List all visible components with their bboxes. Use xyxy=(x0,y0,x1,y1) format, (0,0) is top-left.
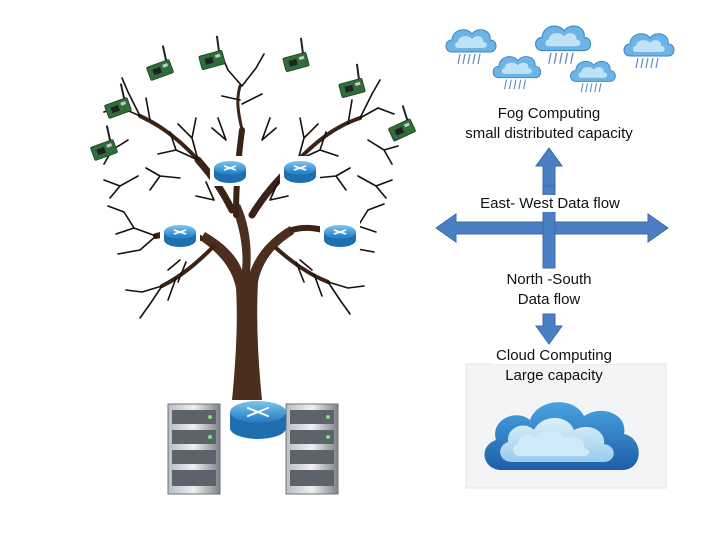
large-cloud-icon xyxy=(484,402,639,470)
server-right-icon xyxy=(285,403,339,495)
fog-cloud-icon xyxy=(535,25,592,64)
down-arrow-to-cloud xyxy=(535,313,563,345)
router-icon xyxy=(160,220,200,250)
sensor-board-icon xyxy=(90,125,118,161)
north-south-text: North -South xyxy=(502,271,596,288)
north-south-label-line1: North -South xyxy=(486,270,612,290)
cloud-computing-image xyxy=(465,363,667,489)
router-icon xyxy=(320,220,360,250)
router-icon xyxy=(210,156,250,186)
sensor-board-icon xyxy=(198,35,226,70)
tree-trunk xyxy=(200,204,294,400)
data-center xyxy=(167,401,339,495)
cloud-computing-subtitle: Large capacity xyxy=(505,367,603,384)
fog-cloud-icon xyxy=(623,33,675,69)
fog-cloud-icon xyxy=(569,60,616,93)
tree-routers xyxy=(160,156,360,250)
server-left-icon xyxy=(167,403,221,495)
sensor-boards xyxy=(90,35,416,161)
north-south-label-line2: Data flow xyxy=(517,291,581,308)
data-flow-arrows xyxy=(435,147,669,345)
cloud-title-text: Cloud Computing xyxy=(492,347,616,364)
sensor-board-icon xyxy=(388,105,416,142)
fog-cloud-icon xyxy=(492,56,542,90)
fog-computing-subtitle: small distributed capacity xyxy=(465,125,633,142)
core-router-icon xyxy=(230,401,286,439)
fog-clouds xyxy=(445,25,675,93)
fog-cloud-icon xyxy=(445,29,497,65)
east-west-text: East- West Data flow xyxy=(476,195,624,212)
up-arrow-to-fog xyxy=(535,147,563,187)
router-icon xyxy=(280,156,320,186)
sensor-board-icon xyxy=(104,83,132,119)
east-west-label: East- West Data flow xyxy=(462,194,638,214)
fog-computing-title: Fog Computing xyxy=(497,105,601,122)
sensor-board-icon xyxy=(282,37,310,72)
sensor-board-icon xyxy=(338,63,366,98)
cloud-computing-title: Cloud Computing xyxy=(470,346,638,366)
sensor-board-icon xyxy=(146,45,174,81)
